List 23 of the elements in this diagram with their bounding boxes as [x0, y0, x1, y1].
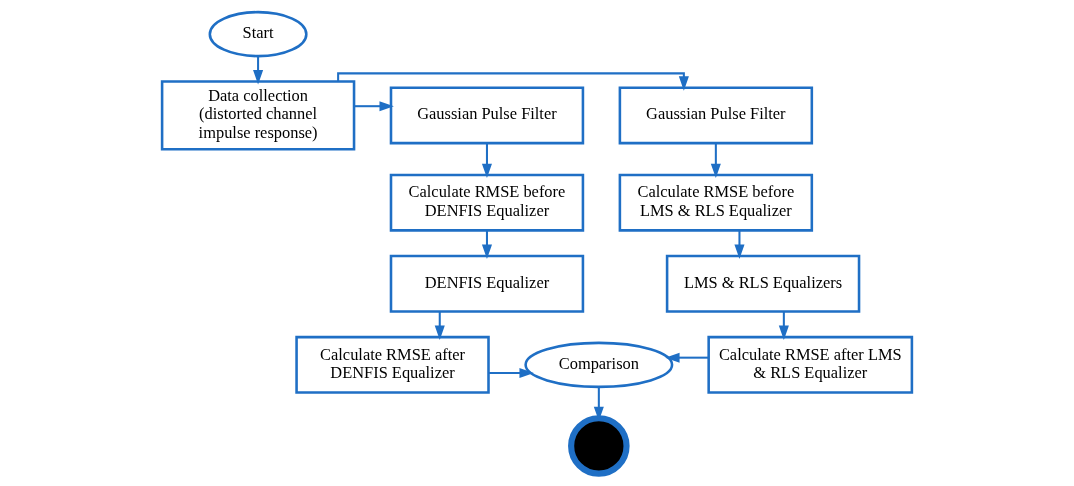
node-box: Calculate RMSE after DENFIS Equalizer	[295, 335, 490, 394]
arrow	[253, 55, 264, 85]
arrow	[778, 311, 789, 340]
node-box: Calculate RMSE before LMS & RLS Equalizer	[618, 173, 814, 232]
node-box: Calculate RMSE before DENFIS Equalizer	[389, 173, 585, 232]
arrow	[488, 368, 534, 379]
node-box: Data collection (distorted channel impulse response)	[160, 80, 356, 151]
arrow	[734, 230, 745, 259]
arrow	[710, 143, 721, 179]
arrow	[354, 101, 394, 112]
node-ellipse: Start	[208, 10, 308, 58]
node-box: Gaussian Pulse Filter	[389, 86, 585, 145]
arrow	[481, 230, 492, 259]
node-box: DENFIS Equalizer	[389, 254, 585, 313]
node-ellipse: Comparison	[524, 341, 674, 389]
node-box: Gaussian Pulse Filter	[618, 86, 814, 145]
arrow	[434, 311, 445, 340]
node-box: Calculate RMSE after LMS & RLS Equalizer	[707, 335, 914, 394]
node-box: LMS & RLS Equalizers	[665, 254, 861, 313]
arrow	[337, 72, 689, 91]
node-circle	[568, 415, 630, 477]
arrow	[481, 143, 492, 179]
arrow	[665, 352, 709, 363]
